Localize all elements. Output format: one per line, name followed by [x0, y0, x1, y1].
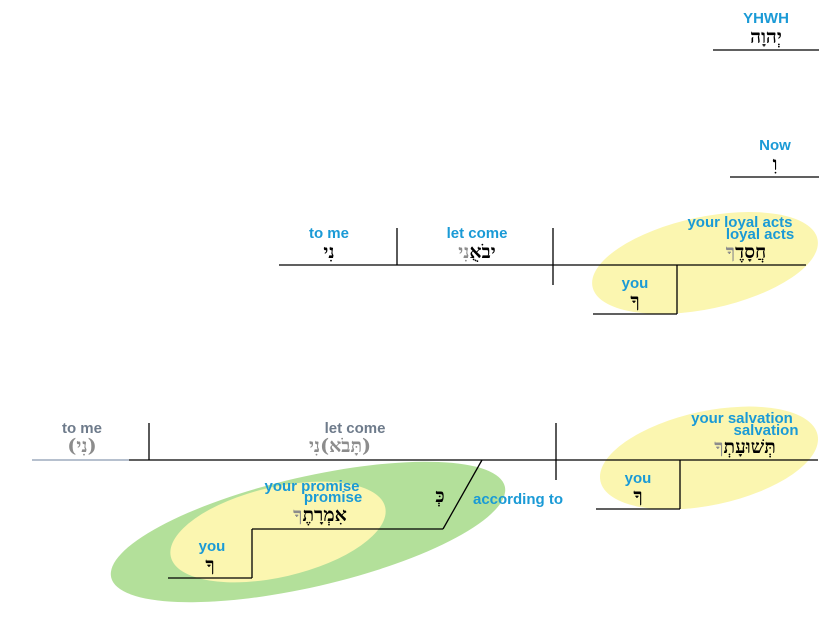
prep-modifier-english: you — [199, 538, 226, 555]
prep-hebrew: כְּ — [435, 485, 444, 507]
clause1-modifier-english: you — [622, 275, 649, 292]
clause1-subject-hebrew-suffix: ךָ — [726, 241, 735, 263]
prep-object-hebrew: אִמְרָתֶךָ — [293, 504, 347, 526]
clause2-verb-hebrew-main: (תָּבֹא) — [320, 435, 371, 457]
now-hebrew: וִ — [773, 153, 778, 175]
now-english: Now — [759, 137, 791, 154]
clause2-subject-hebrew-suffix: ךָ — [714, 436, 723, 458]
clause1-subject-hebrew-main: חֲסָדֶ — [735, 241, 766, 263]
clause2-subject-english-1: your salvation — [691, 410, 793, 427]
clause1-object-english: to me — [309, 225, 349, 242]
clause2-verb-hebrew: (תָּבֹא)נִי — [309, 435, 371, 457]
clause2-object-hebrew: (נִי) — [67, 435, 96, 457]
clause1-subject-highlight — [592, 212, 818, 314]
clause2-subject-english-2: salvation — [733, 422, 798, 439]
clause2-object-english: to me — [62, 420, 102, 437]
clause1-subject-english-1: your loyal acts — [687, 214, 792, 231]
clause2-verb-hebrew-suffix: נִי — [309, 435, 320, 457]
prep-slant — [442, 459, 483, 530]
clause1-verb-hebrew: יבֹאֻנִי — [458, 241, 496, 263]
clause2-verb-english: let come — [325, 420, 386, 437]
clause1-modifier-hebrew: ךָ — [630, 290, 639, 312]
clause2-subject-hebrew: תְּשׁוּעָתְךָ — [714, 436, 776, 458]
clause1: to me נִי let come יבֹאֻנִי your loyal a… — [279, 214, 806, 315]
clause2: to me (נִי) let come (תָּבֹא)נִי your sa… — [32, 410, 818, 579]
yhwh-english: YHWH — [743, 10, 789, 27]
prep-object-hebrew-suffix: ךָ — [293, 504, 302, 526]
clause2-modifier-hebrew: ךָ — [633, 485, 642, 507]
prep-modifier-hebrew: ךָ — [205, 554, 214, 576]
prep-object-english-2: promise — [304, 489, 362, 506]
promise-highlight — [170, 481, 386, 583]
clause2-modifier-english: you — [625, 470, 652, 487]
clause1-subject-hebrew: חֲסָדֶךָ — [726, 241, 767, 263]
yhwh-vocative: YHWH יְהוָה — [713, 10, 819, 51]
clause2-subject-hebrew-main: תְּשׁוּעָתְ — [724, 436, 776, 458]
clause1-object-hebrew: נִי — [323, 241, 334, 263]
clause1-verb-hebrew-main: יבֹאֻ — [469, 241, 495, 263]
yhwh-hebrew: יְהוָה — [750, 26, 782, 48]
clause1-verb-english: let come — [447, 225, 508, 242]
now-conjunction: Now וִ — [730, 137, 819, 178]
prep-english: according to — [473, 491, 563, 508]
prep-object-hebrew-main: אִמְרָתֶ — [302, 504, 346, 526]
prep-object-english-1: your promise — [264, 478, 359, 495]
clause1-subject-english-2: loyal acts — [726, 226, 794, 243]
clause1-verb-hebrew-suffix: נִי — [458, 241, 469, 263]
clause2-subject-highlight — [599, 406, 819, 510]
